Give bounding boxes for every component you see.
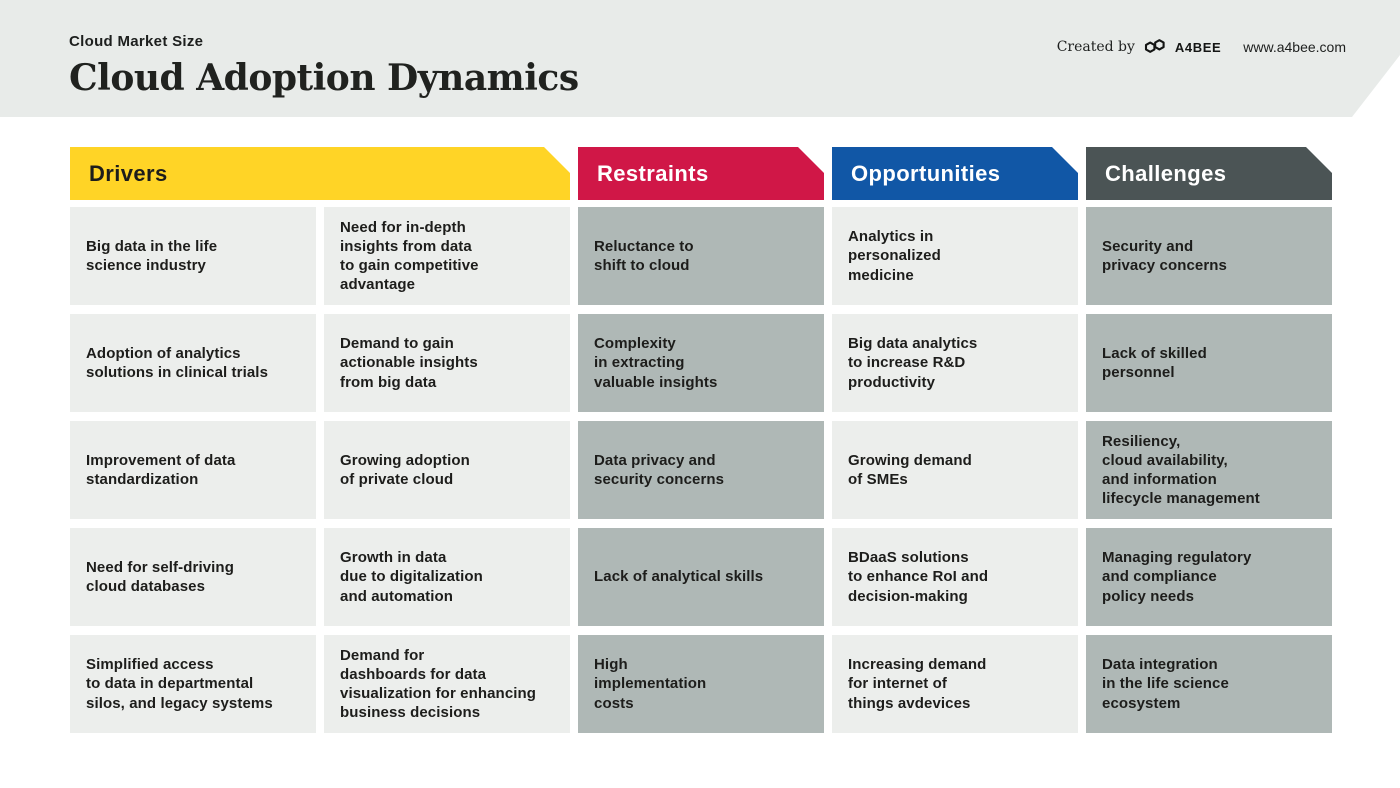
- restraint-item: Lack of analytical skills: [578, 528, 824, 626]
- drivers-left-cells: Big data in the life science industry Ad…: [70, 207, 316, 733]
- driver-item: Adoption of analytics solutions in clini…: [70, 314, 316, 412]
- challenge-item: Security and privacy concerns: [1086, 207, 1332, 305]
- restraint-item: Complexity in extracting valuable insigh…: [578, 314, 824, 412]
- restraint-item: High implementation costs: [578, 635, 824, 733]
- opportunity-item: Big data analytics to increase R&D produ…: [832, 314, 1078, 412]
- banner-opportunities-label: Opportunities: [851, 160, 1001, 186]
- column-opportunities: Opportunities Analytics in personalized …: [832, 147, 1078, 733]
- driver-item: Simplified access to data in departmenta…: [70, 635, 316, 733]
- challenge-item: Resiliency, cloud availability, and info…: [1086, 421, 1332, 519]
- driver-item: Need for in-depth insights from data to …: [324, 207, 570, 305]
- driver-item: Need for self-driving cloud databases: [70, 528, 316, 626]
- restraints-cells: Reluctance to shift to cloud Complexity …: [578, 207, 824, 733]
- challenge-item: Data integration in the life science eco…: [1086, 635, 1332, 733]
- driver-item: Improvement of data standardization: [70, 421, 316, 519]
- driver-item: Demand to gain actionable insights from …: [324, 314, 570, 412]
- credit-block: Created by A4BEE www.a4bee.com: [1057, 38, 1346, 56]
- drivers-right-cells: Need for in-depth insights from data to …: [324, 207, 570, 733]
- restraint-item: Reluctance to shift to cloud: [578, 207, 824, 305]
- challenge-item: Lack of skilled personnel: [1086, 314, 1332, 412]
- banner-drivers-label: Drivers: [89, 160, 168, 186]
- header-band: Cloud Market Size Cloud Adoption Dynamic…: [0, 0, 1400, 117]
- opportunity-item: BDaaS solutions to enhance RoI and decis…: [832, 528, 1078, 626]
- opportunity-item: Growing demand of SMEs: [832, 421, 1078, 519]
- opportunities-cells: Analytics in personalized medicine Big d…: [832, 207, 1078, 733]
- website-text: www.a4bee.com: [1243, 39, 1346, 55]
- banner-opportunities: Opportunities: [832, 147, 1078, 200]
- opportunity-item: Analytics in personalized medicine: [832, 207, 1078, 305]
- driver-item: Growing adoption of private cloud: [324, 421, 570, 519]
- challenges-cells: Security and privacy concerns Lack of sk…: [1086, 207, 1332, 733]
- banner-restraints-label: Restraints: [597, 160, 709, 186]
- column-restraints: Restraints Reluctance to shift to cloud …: [578, 147, 824, 733]
- banner-challenges: Challenges: [1086, 147, 1332, 200]
- driver-item: Growth in data due to digitalization and…: [324, 528, 570, 626]
- banner-drivers: Drivers: [70, 147, 570, 200]
- banner-restraints: Restraints: [578, 147, 824, 200]
- driver-item: Big data in the life science industry: [70, 207, 316, 305]
- a4bee-logo-icon: [1143, 38, 1167, 56]
- adoption-matrix: Drivers Big data in the life science ind…: [70, 147, 1332, 733]
- opportunity-item: Increasing demand for internet of things…: [832, 635, 1078, 733]
- driver-item: Demand for dashboards for data visualiza…: [324, 635, 570, 733]
- challenge-item: Managing regulatory and compliance polic…: [1086, 528, 1332, 626]
- brand-name: A4BEE: [1174, 39, 1222, 55]
- restraint-item: Data privacy and security concerns: [578, 421, 824, 519]
- banner-challenges-label: Challenges: [1105, 160, 1227, 186]
- header-eyebrow: Cloud Market Size: [69, 33, 204, 50]
- column-drivers: Drivers Big data in the life science ind…: [70, 147, 570, 733]
- column-challenges: Challenges Security and privacy concerns…: [1086, 147, 1332, 733]
- page-title: Cloud Adoption Dynamics: [69, 57, 579, 99]
- created-by-label: Created by: [1056, 39, 1135, 55]
